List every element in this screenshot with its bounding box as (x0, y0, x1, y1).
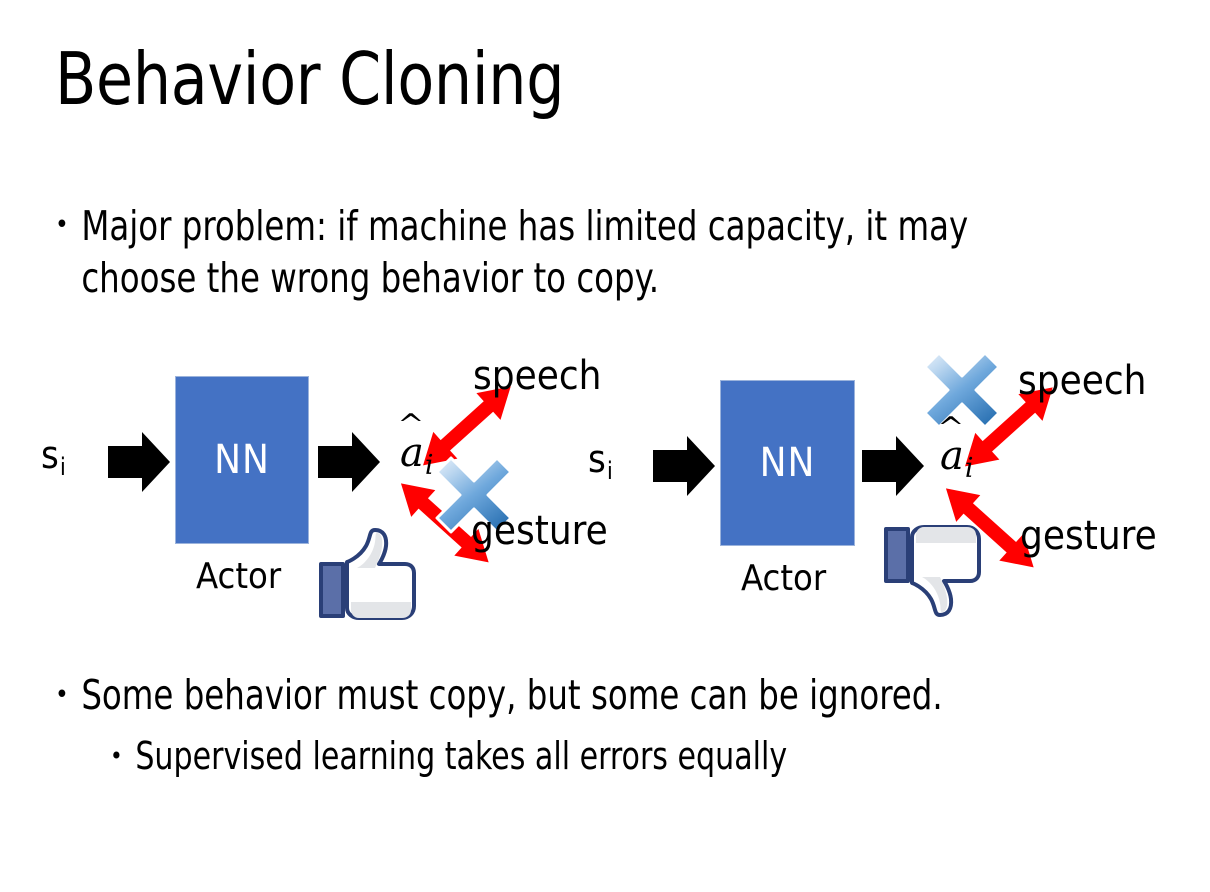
output-label-gesture-left: gesture (471, 508, 608, 554)
bullet-marker: • (55, 210, 69, 240)
input-arrow-left (108, 432, 170, 492)
diagram-left (108, 373, 523, 620)
input-arrow-right (653, 436, 715, 496)
thumbs-down-icon (884, 525, 981, 617)
bullet-supervised-learning: • Supervised learning takes all errors e… (110, 733, 1170, 779)
actor-caption-right: Actor (741, 558, 827, 599)
bullet-text: Some behavior must copy, but some can be… (81, 671, 943, 719)
action-label-right: ai (940, 433, 974, 484)
nn-box-label: NN (759, 440, 816, 486)
output-label-speech-right: speech (1018, 358, 1147, 404)
bullet-marker: • (110, 742, 123, 770)
nn-box-right[interactable]: NN (720, 380, 855, 546)
output-arrow-left (318, 432, 380, 492)
page-title: Behavior Cloning (55, 37, 565, 121)
bullet-text: Supervised learning takes all errors equ… (135, 734, 787, 778)
action-label-left: ai (400, 430, 434, 481)
bullet-marker: • (55, 680, 69, 710)
thumbs-up-icon (319, 528, 416, 620)
nn-box-label: NN (214, 437, 270, 483)
output-label-gesture-right: gesture (1020, 513, 1157, 559)
output-label-speech-left: speech (473, 353, 602, 399)
bullet-some-behavior: • Some behavior must copy, but some can … (55, 670, 1165, 720)
bullet-text: Major problem: if machine has limited ca… (81, 202, 968, 303)
state-label-left: si (41, 433, 66, 481)
actor-caption-left: Actor (196, 556, 282, 597)
state-label-right: si (588, 437, 613, 485)
bullet-major-problem: • Major problem: if machine has limited … (55, 200, 1165, 305)
nn-box-left[interactable]: NN (175, 376, 309, 544)
output-arrow-right (862, 436, 924, 496)
diagram-right (653, 351, 1065, 617)
